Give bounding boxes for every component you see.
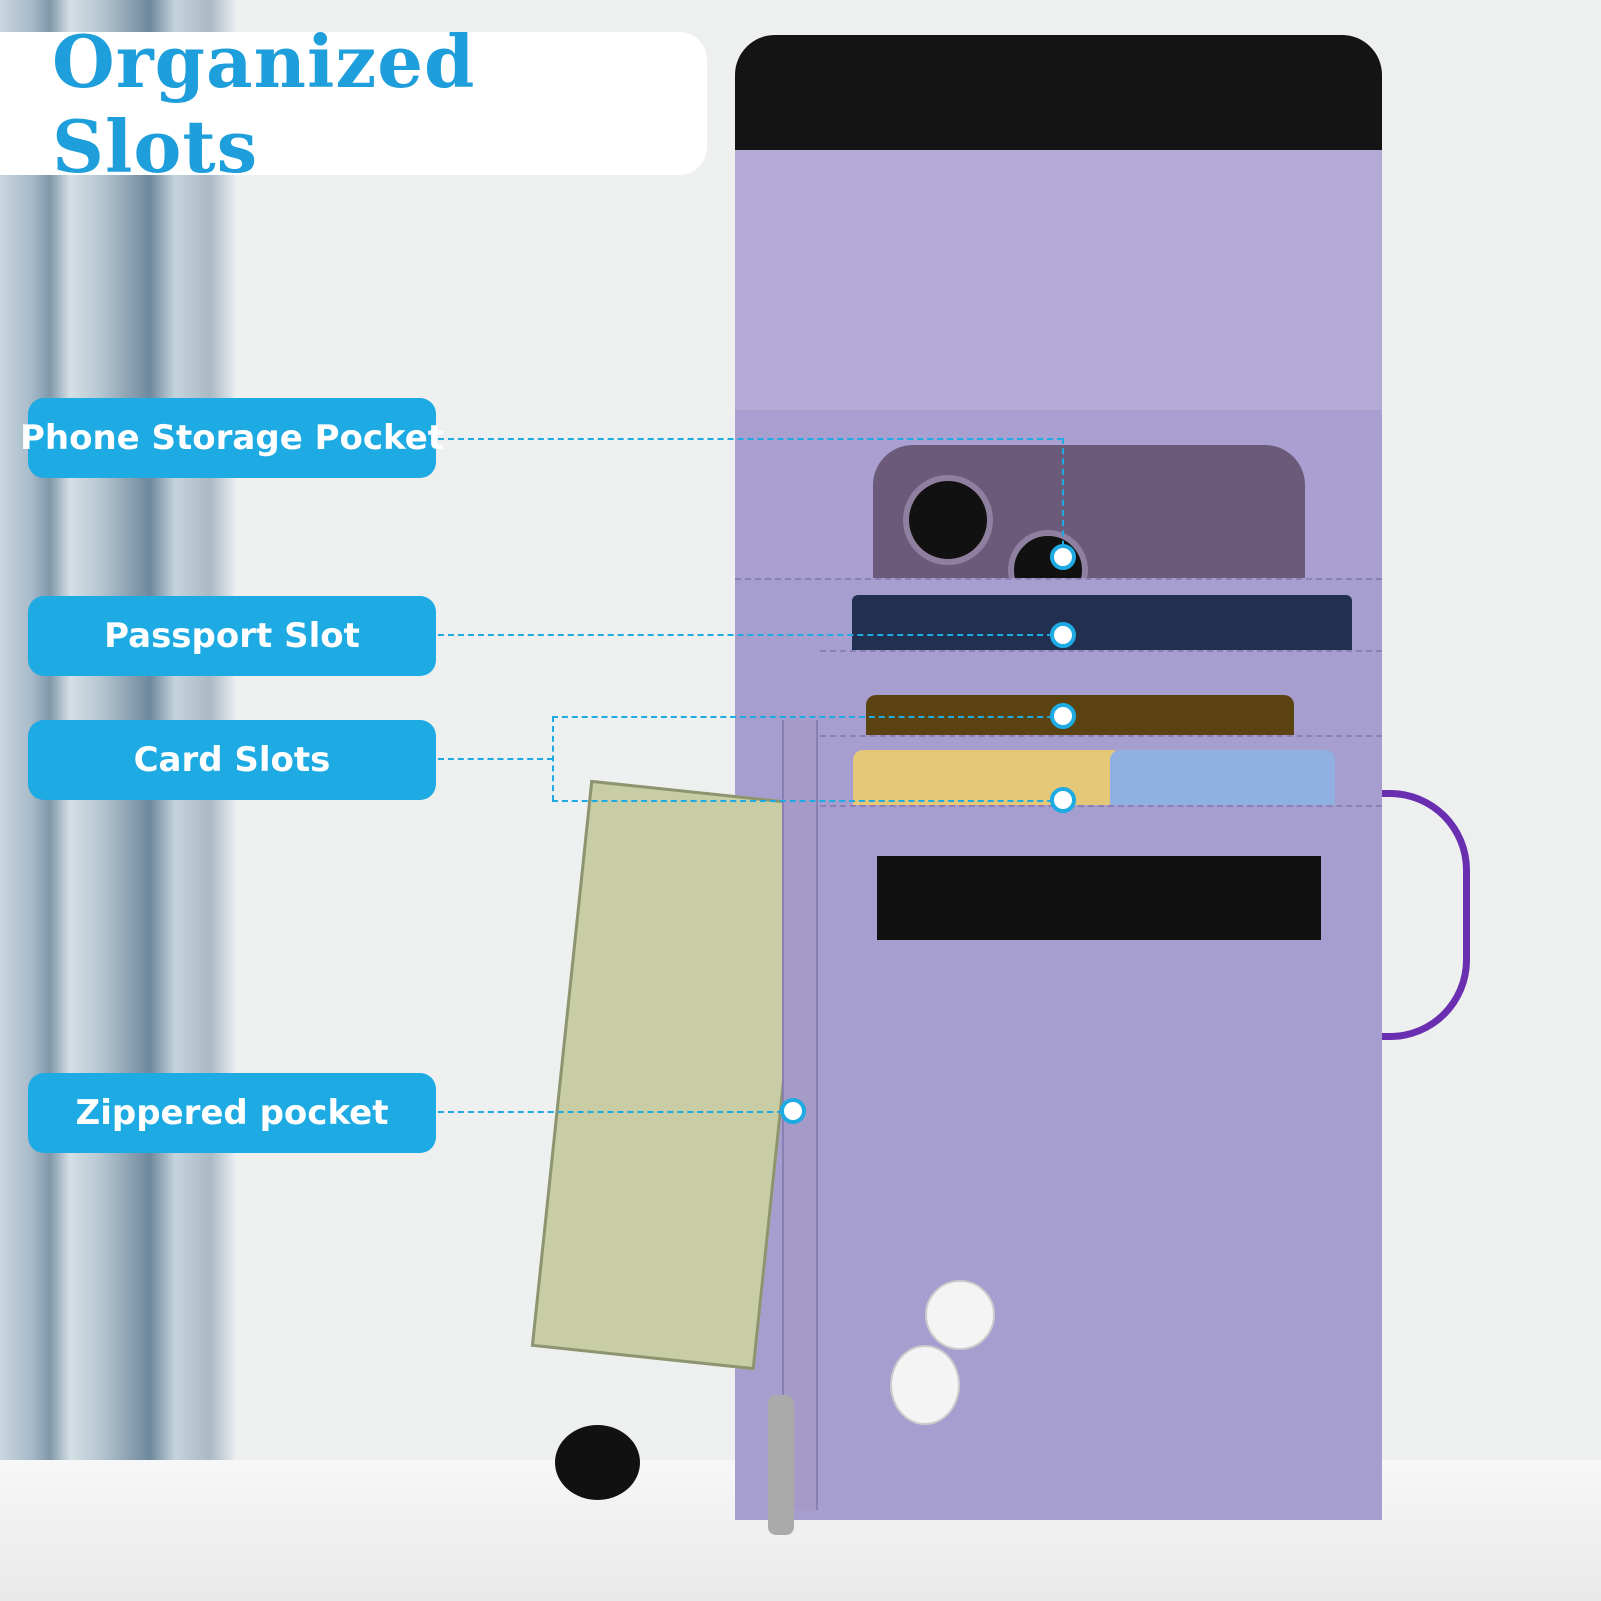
label-phone-storage-pocket: Phone Storage Pocket [20, 398, 444, 478]
cord-stopper [555, 1425, 640, 1500]
curtain-background [0, 0, 235, 1601]
leader-line [438, 438, 1063, 440]
leader-line [552, 800, 1063, 802]
leader-line [552, 716, 554, 801]
lanyard-cord [1380, 790, 1470, 1040]
earbud-icon [890, 1345, 960, 1425]
callout-dot [1050, 787, 1076, 813]
leader-line [438, 1111, 793, 1113]
label-card-slots: Card Slots [28, 720, 436, 800]
callout-dot [1050, 703, 1076, 729]
label-text: Phone Storage Pocket [19, 418, 445, 458]
title-banner: Organized Slots [0, 19, 707, 189]
label-text: Passport Slot [104, 616, 360, 656]
label-zippered-pocket: Zippered pocket [28, 1073, 436, 1153]
label-text: Card Slots [133, 740, 331, 780]
card-image [1110, 750, 1335, 805]
leader-line [552, 716, 1063, 718]
leader-line [438, 634, 1063, 636]
label-text: Zippered pocket [75, 1093, 389, 1133]
zipper-pull-icon [768, 1395, 794, 1535]
card-image [853, 750, 1123, 805]
earbud-icon [925, 1280, 995, 1350]
card-image [866, 695, 1294, 735]
phone-image [873, 445, 1305, 610]
callout-dot [780, 1098, 806, 1124]
page-title: Organized Slots [52, 18, 476, 189]
leader-line [438, 758, 553, 760]
callout-dot [1050, 544, 1076, 570]
camera-lens-icon [903, 475, 993, 565]
leader-line [1062, 438, 1064, 557]
velcro-strip [877, 856, 1321, 940]
passport-image [852, 595, 1352, 650]
callout-dot [1050, 622, 1076, 648]
label-passport-slot: Passport Slot [28, 596, 436, 676]
velcro-flap [735, 35, 1382, 150]
